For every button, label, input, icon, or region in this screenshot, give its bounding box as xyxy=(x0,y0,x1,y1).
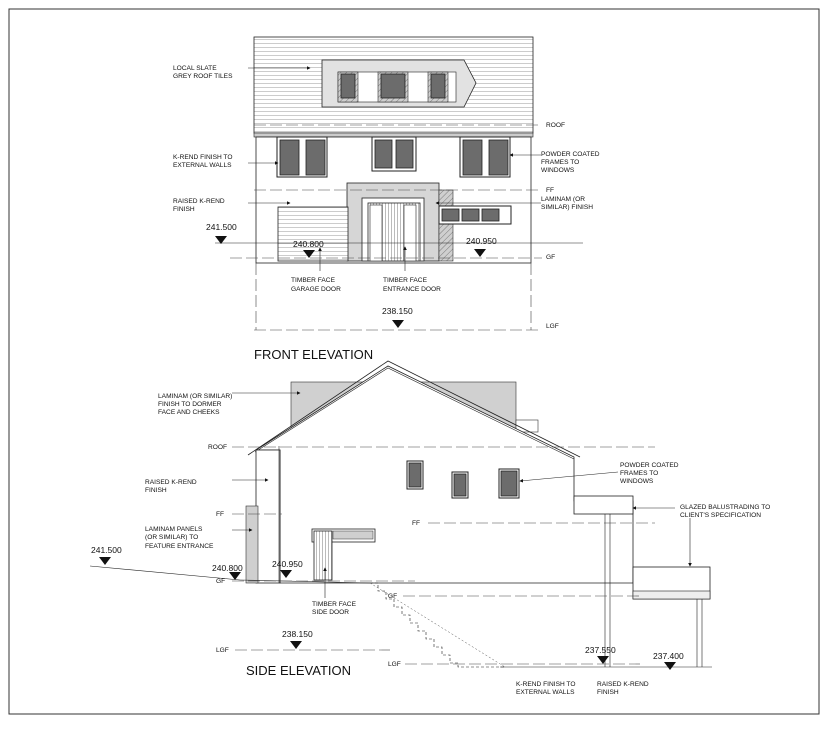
note-powder-2: FRAMES TO xyxy=(541,159,579,166)
front-value-240800: 240.800 xyxy=(293,239,324,249)
front-elevation xyxy=(215,36,583,331)
note-side-raised2-2: FINISH xyxy=(597,689,619,696)
side-value-240950: 240.950 xyxy=(272,559,303,569)
note-garage-1: TIMBER FACE xyxy=(291,277,336,284)
side-level-marker-237550 xyxy=(597,656,609,664)
note-side-door-1: TIMBER FACE xyxy=(312,601,357,608)
note-side-raised-1: RAISED K-REND xyxy=(145,479,197,486)
front-level-marker-240800 xyxy=(303,250,315,258)
front-elevation-title: FRONT ELEVATION xyxy=(254,347,373,362)
note-side-krend-2: EXTERNAL WALLS xyxy=(516,689,575,696)
side-level-marker-238150 xyxy=(290,641,302,649)
note-laminam-1: LAMINAM (OR xyxy=(541,196,585,203)
sheet-border xyxy=(8,8,820,715)
side-level-roof: ROOF xyxy=(208,444,227,451)
note-laminam-panels-2: (OR SIMILAR) TO xyxy=(145,534,198,541)
note-side-raised-2: FINISH xyxy=(145,487,167,494)
front-level-lgf: LGF xyxy=(546,323,559,330)
note-entrance-2: ENTRANCE DOOR xyxy=(383,286,441,293)
side-level-gf-mid: GF xyxy=(388,593,397,600)
side-staircase xyxy=(370,582,505,668)
side-elevation xyxy=(89,360,712,670)
front-garage-door xyxy=(277,206,349,262)
front-ff-windows xyxy=(276,136,511,178)
note-entrance-1: TIMBER FACE xyxy=(383,277,428,284)
note-laminam-2: SIMILAR) FINISH xyxy=(541,204,593,211)
front-value-240950: 240.950 xyxy=(466,236,497,246)
side-level-marker-240950 xyxy=(280,570,292,578)
side-level-marker-241500 xyxy=(99,557,111,565)
front-level-marker-240950 xyxy=(474,249,486,257)
note-roof-tiles-2: GREY ROOF TILES xyxy=(173,73,233,80)
note-glazed-2: CLIENT'S SPECIFICATION xyxy=(680,512,761,519)
side-level-lgf-mid: LGF xyxy=(388,661,401,668)
note-laminam-dormer-2: FINISH TO DORMER xyxy=(158,401,222,408)
side-level-marker-240800 xyxy=(229,572,241,580)
side-value-237550: 237.550 xyxy=(585,645,616,655)
side-raised-wall xyxy=(255,449,281,584)
side-value-240800: 240.800 xyxy=(212,563,243,573)
front-value-241500: 241.500 xyxy=(206,222,237,232)
front-entrance xyxy=(346,182,454,262)
side-level-ff-mid: FF xyxy=(412,520,420,527)
note-raised-2: FINISH xyxy=(173,206,195,213)
front-level-ff: FF xyxy=(546,187,554,194)
front-roof xyxy=(253,36,534,134)
note-side-powder-1: POWDER COATED xyxy=(620,462,679,469)
front-notes: LOCAL SLATE GREY ROOF TILES K-REND FINIS… xyxy=(173,65,600,362)
side-notes: LAMINAM (OR SIMILAR) FINISH TO DORMER FA… xyxy=(91,393,770,696)
note-roof-tiles-1: LOCAL SLATE xyxy=(173,65,217,72)
front-eaves xyxy=(253,132,534,138)
note-side-powder-2: FRAMES TO xyxy=(620,470,658,477)
side-level-gf-left: GF xyxy=(216,578,225,585)
note-side-raised2-1: RAISED K-REND xyxy=(597,681,649,688)
note-side-door-2: SIDE DOOR xyxy=(312,609,349,616)
front-level-marker-241500 xyxy=(215,236,227,244)
note-raised-1: RAISED K-REND xyxy=(173,198,225,205)
front-level-gf: GF xyxy=(546,254,555,261)
side-level-lgf-left: LGF xyxy=(216,647,229,654)
side-elevation-title: SIDE ELEVATION xyxy=(246,663,351,678)
note-powder-3: WINDOWS xyxy=(541,167,575,174)
side-balcony xyxy=(573,495,634,515)
note-laminam-panels-1: LAMINAM PANELS xyxy=(145,526,203,533)
side-laminam-panel xyxy=(245,505,259,584)
note-laminam-dormer-3: FACE AND CHEEKS xyxy=(158,409,220,416)
front-value-238150: 238.150 xyxy=(382,306,413,316)
note-krend-1: K-REND FINISH TO xyxy=(173,154,232,161)
note-side-krend-1: K-REND FINISH TO xyxy=(516,681,575,688)
note-krend-2: EXTERNAL WALLS xyxy=(173,162,232,169)
side-door xyxy=(313,530,333,581)
side-level-marker-237400 xyxy=(664,662,676,670)
side-level-ff-left: FF xyxy=(216,511,224,518)
front-gf-window xyxy=(438,205,512,225)
note-laminam-dormer-1: LAMINAM (OR SIMILAR) xyxy=(158,393,232,400)
front-dormer xyxy=(321,59,477,108)
note-powder-1: POWDER COATED xyxy=(541,151,600,158)
side-value-238150: 238.150 xyxy=(282,629,313,639)
note-glazed-1: GLAZED BALUSTRADING TO xyxy=(680,504,770,511)
side-value-241500: 241.500 xyxy=(91,545,122,555)
note-laminam-panels-3: FEATURE ENTRANCE xyxy=(145,543,214,550)
note-garage-2: GARAGE DOOR xyxy=(291,286,341,293)
side-value-237400: 237.400 xyxy=(653,651,684,661)
note-side-powder-3: WINDOWS xyxy=(620,478,654,485)
front-level-roof: ROOF xyxy=(546,122,565,129)
front-level-marker-238150 xyxy=(392,320,404,328)
